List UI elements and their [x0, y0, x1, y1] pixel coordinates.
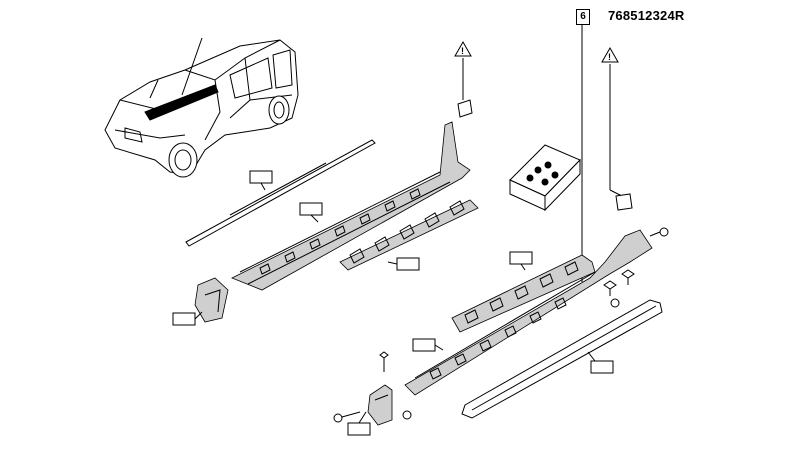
label-tag[interactable]	[347, 411, 371, 436]
label-tag[interactable]	[587, 351, 614, 374]
fastener-clip	[621, 269, 635, 285]
fastener-screw	[333, 411, 361, 423]
bracket-strip-left	[339, 199, 479, 271]
reference-number-box[interactable]: 6	[576, 9, 590, 25]
svg-text:!: !	[461, 46, 464, 56]
warning-triangle-icon: !	[601, 46, 633, 211]
label-tag[interactable]	[249, 170, 273, 191]
part-number-label: 768512324R	[608, 8, 685, 23]
trim-strip-right	[461, 299, 663, 419]
label-tag[interactable]	[172, 311, 203, 326]
label-tag[interactable]	[412, 338, 444, 352]
front-bracket-left	[194, 277, 229, 323]
clip-kit-box	[509, 144, 581, 212]
label-tag[interactable]	[387, 257, 420, 271]
fastener-clip	[379, 351, 389, 372]
trim-strip-long	[185, 139, 376, 247]
sill-panel-right	[404, 229, 653, 396]
fastener-nut	[610, 298, 620, 308]
car-illustration	[104, 37, 299, 178]
fastener-screw	[649, 227, 669, 237]
rear-bracket	[367, 384, 393, 426]
bracket-strip-right	[451, 254, 596, 333]
fastener-clip	[603, 280, 617, 296]
fastener-nut	[402, 410, 412, 420]
warning-triangle-icon: !	[454, 40, 473, 118]
label-tag[interactable]	[509, 251, 533, 271]
sill-panel-left	[231, 121, 471, 291]
svg-text:!: !	[608, 52, 611, 62]
label-tag[interactable]	[299, 202, 323, 223]
